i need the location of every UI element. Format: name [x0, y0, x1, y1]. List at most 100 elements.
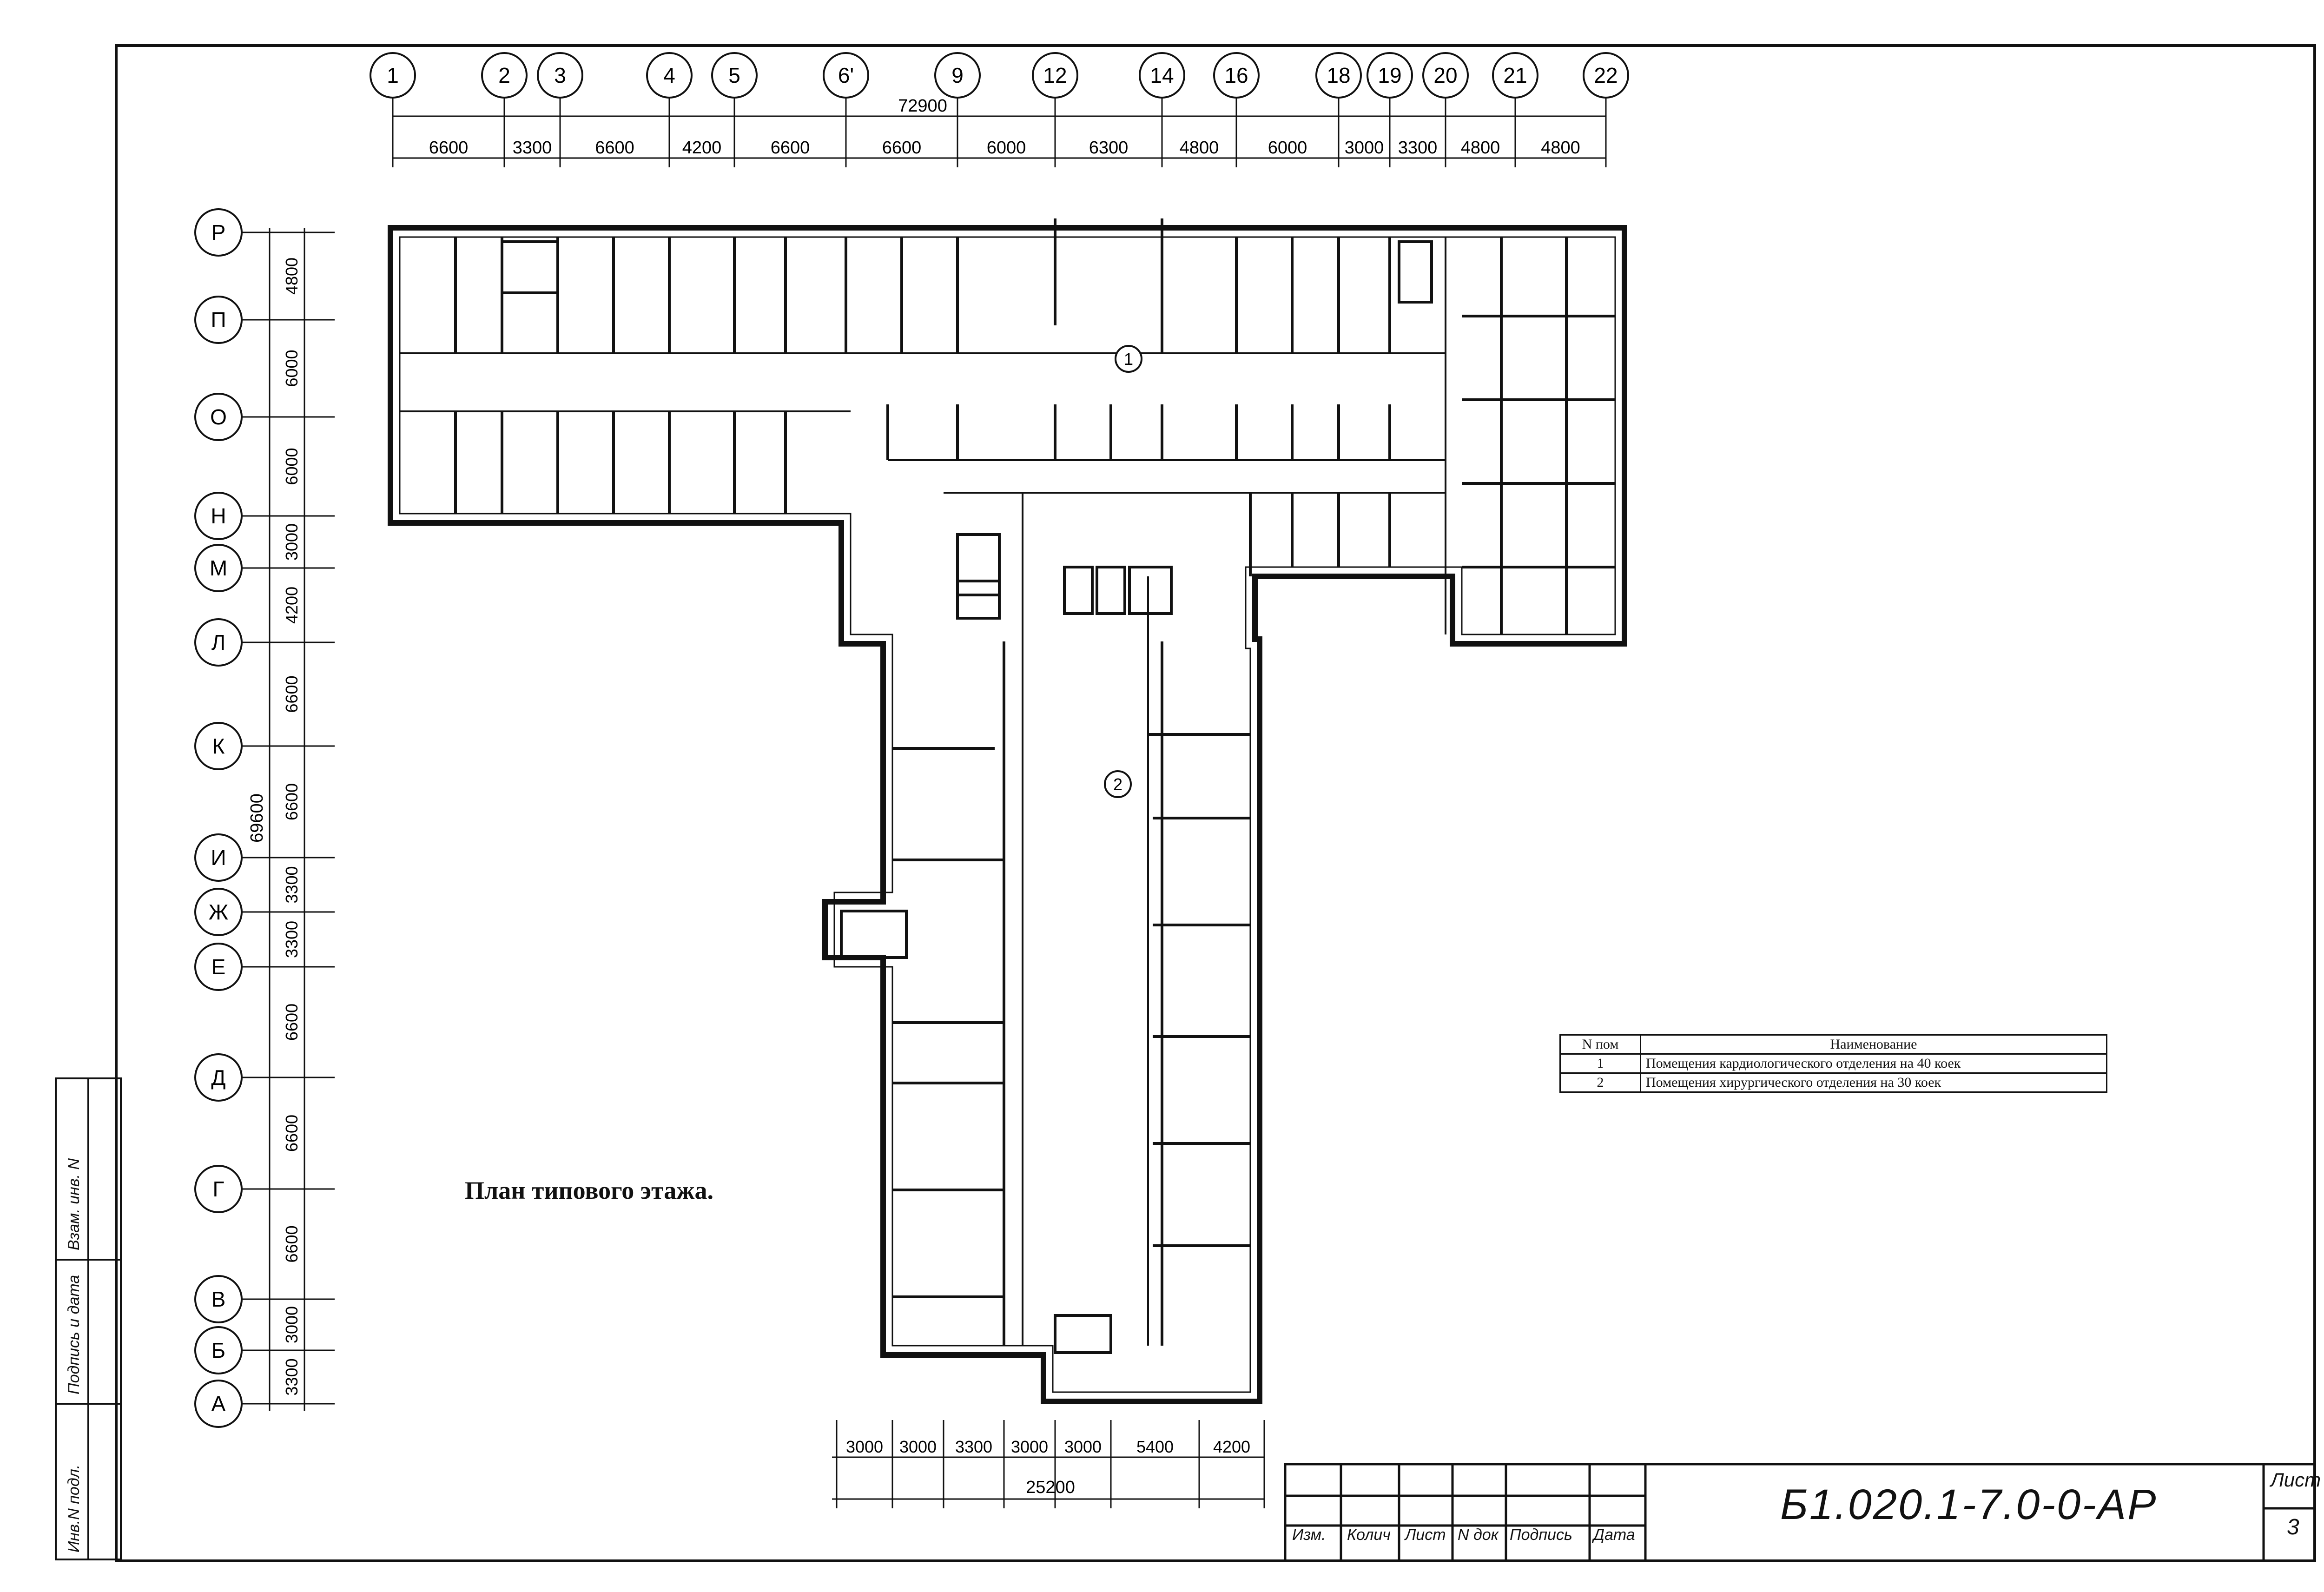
axis-label-left: П: [211, 308, 226, 332]
col-label-ndok: N док: [1458, 1526, 1499, 1544]
axis-bubble: [1032, 52, 1078, 99]
top-span-dimension: 6600: [771, 138, 810, 158]
axis-bubble: [194, 492, 243, 540]
legend-row-num: 1: [1559, 1053, 1641, 1074]
left-overall-dimension: 69600: [247, 793, 267, 843]
axis-label-left: И: [211, 846, 226, 870]
axis-bubble: [194, 1380, 243, 1428]
axis-bubble: [370, 52, 416, 99]
col-label-kolich: Колич: [1347, 1526, 1391, 1544]
legend-row: 1 Помещения кардиологического отделения …: [1559, 1053, 2107, 1074]
axis-bubble: [823, 52, 869, 99]
axis-label-top: 18: [1327, 63, 1350, 87]
top-span-dimension: 3300: [1398, 138, 1438, 158]
top-overall-dimension: 72900: [898, 96, 947, 116]
bottom-dimension-chain: [832, 1456, 1264, 1500]
axis-label-top: 2: [498, 63, 510, 87]
axis-bubble: [1367, 52, 1413, 99]
axis-bubble: [194, 618, 243, 667]
document-code: Б1.020.1-7.0-0-АР: [1780, 1481, 2158, 1528]
left-span-dimension: 3000: [282, 523, 301, 561]
top-span-dimension: 6000: [1268, 138, 1307, 158]
plan-title: План типового этажа.: [465, 1176, 713, 1204]
top-span-dimension: 4800: [1541, 138, 1580, 158]
axis-label-left: Е: [211, 955, 226, 979]
axis-label-left: О: [210, 405, 227, 429]
room-marker-1: 1: [1115, 345, 1142, 373]
legend-header-num: N пом: [1559, 1034, 1641, 1055]
bottom-span-dimension: 3300: [955, 1437, 992, 1456]
legend-header-row: N пом Наименование: [1559, 1034, 2107, 1055]
col-label-data: Дата: [1593, 1526, 1635, 1544]
axis-label-top: 9: [951, 63, 964, 87]
axis-label-left: М: [210, 556, 227, 580]
left-span-dimension: 6600: [282, 675, 301, 713]
left-span-dimension: 6600: [282, 1004, 301, 1041]
bottom-span-dimension: 3000: [846, 1437, 883, 1456]
sheet-frame: [115, 44, 2316, 1562]
axis-label-left: К: [212, 734, 225, 758]
top-span-dimension: 6600: [595, 138, 634, 158]
left-span-dimension: 6000: [282, 448, 301, 485]
axis-bubble: [194, 722, 243, 770]
axis-bubble: [1139, 52, 1185, 99]
axis-label-top: 20: [1433, 63, 1457, 87]
axis-label-left: А: [211, 1392, 226, 1416]
axis-label-left: Л: [211, 630, 225, 654]
bottom-span-dimension: 5400: [1136, 1437, 1174, 1456]
sheet-label: Лист: [2271, 1469, 2321, 1491]
svg-text:2: 2: [1113, 775, 1122, 794]
axis-label-top: 19: [1378, 63, 1401, 87]
legend-header-name: Наименование: [1640, 1034, 2107, 1055]
left-span-dimension: 6000: [282, 350, 301, 387]
left-span-dimension: 3300: [282, 921, 301, 958]
axis-bubble: [194, 544, 243, 592]
left-dimensions: 4800600060003000420066006600330033006600…: [247, 258, 301, 1396]
top-span-dimension: 6600: [882, 138, 922, 158]
side-stamp-replace: Взам. инв. N: [65, 1158, 83, 1250]
axis-bubble: [194, 888, 243, 936]
axis-bubble: [194, 208, 243, 257]
axis-label-top: 14: [1150, 63, 1174, 87]
bottom-span-dimension: 3000: [1011, 1437, 1048, 1456]
axis-label-top: 22: [1594, 63, 1618, 87]
axis-bubble: [194, 393, 243, 441]
axis-label-top: 4: [663, 63, 675, 87]
axis-label-top: 16: [1224, 63, 1248, 87]
axis-label-top: 21: [1503, 63, 1527, 87]
axis-label-left: Г: [213, 1177, 224, 1201]
axis-label-left: Д: [211, 1065, 225, 1090]
axis-bubble: [194, 1275, 243, 1323]
side-stamp-signature: Подпись и дата: [65, 1275, 83, 1394]
left-span-dimension: 4200: [282, 587, 301, 624]
top-span-dimension: 4800: [1180, 138, 1219, 158]
left-span-dimension: 6600: [282, 1115, 301, 1152]
top-span-dimension: 6600: [429, 138, 469, 158]
axis-bubble: [194, 943, 243, 991]
top-span-dimension: 3000: [1345, 138, 1384, 158]
axis-bubble: [481, 52, 528, 99]
building-walls: [388, 225, 1627, 1404]
left-span-dimension: 3300: [282, 1358, 301, 1395]
legend-row-num: 2: [1559, 1072, 1641, 1093]
left-span-dimension: 6600: [282, 783, 301, 820]
side-stamp-boxes: [55, 1077, 122, 1560]
top-span-dimension: 4200: [682, 138, 722, 158]
axis-label-top: 5: [728, 63, 740, 87]
axis-bubble: [194, 296, 243, 344]
top-span-dimension: 6000: [987, 138, 1026, 158]
axis-bubble: [1213, 52, 1260, 99]
room-marker-2: 2: [1104, 770, 1132, 798]
axis-bubble: [711, 52, 758, 99]
axis-bubble: [646, 52, 693, 99]
room-partitions: [454, 218, 1615, 1354]
room-legend-table: N пом Наименование 1 Помещения кардиолог…: [1559, 1034, 2107, 1093]
side-stamp-inv: Инв.N подл.: [65, 1464, 83, 1552]
top-span-dimension: 3300: [513, 138, 552, 158]
axis-label-left: В: [211, 1287, 226, 1311]
axis-bubble: [194, 1053, 243, 1102]
